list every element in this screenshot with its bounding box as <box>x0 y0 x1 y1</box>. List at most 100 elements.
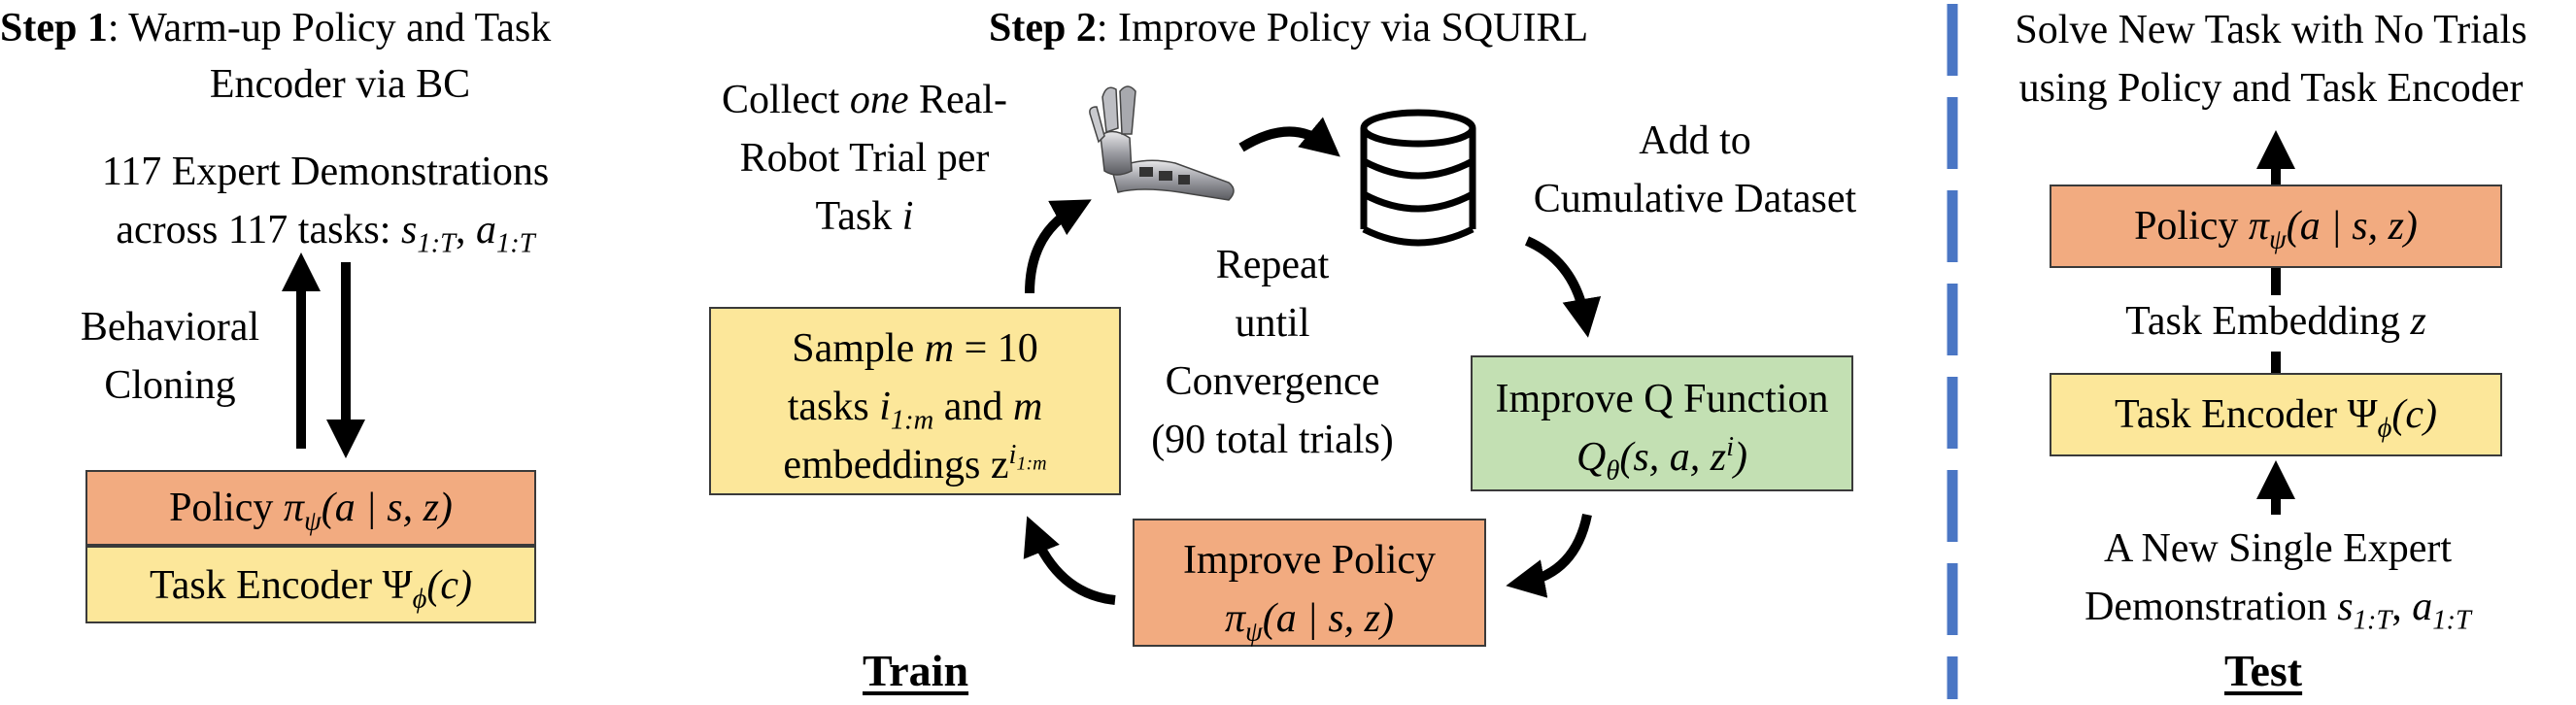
collect-a: Collect <box>722 78 850 122</box>
collect-i: i <box>901 194 914 239</box>
sample-i-sub: 1:m <box>890 405 934 436</box>
repeat-line3: Convergence <box>1165 359 1380 404</box>
test-policy-args: (a | s, z) <box>2286 204 2418 249</box>
demos-sep: , <box>455 208 476 252</box>
test-encoder-text: Task Encoder Ψϕ(c) <box>2051 392 2500 442</box>
test-embedding-label: Task Embedding z <box>2050 301 2502 342</box>
test-encoder-box: Task Encoder Ψϕ(c) <box>2050 373 2502 456</box>
step1-policy-psi: ψ <box>303 506 322 537</box>
step1-title-bold: Step 1 <box>0 6 108 50</box>
test-encoder-args: (c) <box>2391 392 2438 437</box>
test-demo-a-sub: 1:T <box>2432 605 2471 636</box>
step1-encoder-args: (c) <box>426 563 473 608</box>
sample-z-sup: i1:m <box>1008 440 1047 473</box>
pol-pi: π <box>1225 596 1246 641</box>
sample-m: m <box>924 326 955 371</box>
robot-arm-image <box>1083 78 1243 214</box>
step1-title-rest: : Warm-up Policy and Task <box>107 6 552 50</box>
bc-line1: Behavioral <box>80 305 260 350</box>
q-theta: θ <box>1606 455 1620 487</box>
test-policy-pi: π <box>2248 204 2269 249</box>
sample-z-sup-i: i <box>1008 440 1017 470</box>
repeat-line1: Repeat <box>1215 243 1330 287</box>
step1-encoder-label: Task Encoder <box>149 563 383 608</box>
improve-policy-box: Improve Policy πψ(a | s, z) <box>1133 519 1486 647</box>
robot-arm-icon <box>1089 85 1235 201</box>
sample-tasks: tasks <box>787 385 880 429</box>
step2-title: Step 2: Improve Policy via SQUIRL <box>989 8 1588 49</box>
demos-a-sub: 1:T <box>495 228 535 259</box>
pol-line2: πψ(a | s, z) <box>1135 596 1484 646</box>
q-sup-i: i <box>1726 432 1734 462</box>
sample-m2: m <box>1012 385 1043 429</box>
test-demo-sep: , <box>2391 585 2413 629</box>
test-embedding-z: z <box>2410 299 2426 344</box>
arrow-database-to-q <box>1524 236 1602 338</box>
q-args-a: (s, a, z <box>1619 435 1727 480</box>
pol-psi: ψ <box>1245 617 1263 648</box>
arrow-sample-to-robot <box>1025 199 1092 294</box>
step1-encoder-text: Task Encoder Ψϕ(c) <box>87 563 534 613</box>
pol-line1: Improve Policy <box>1182 538 1437 583</box>
test-encoder-Psi: Ψ <box>2347 392 2378 437</box>
test-policy-box: Policy πψ(a | s, z) <box>2050 185 2502 268</box>
step1-policy-args: (a | s, z) <box>321 486 453 530</box>
sample-z-sup-sub: 1:m <box>1016 453 1047 475</box>
repeat-line2: until <box>1235 301 1310 346</box>
collect-b: Real- <box>908 78 1007 122</box>
step1-encoder-Psi: Ψ <box>382 563 413 608</box>
test-demo-s-sub: 1:T <box>2353 605 2392 636</box>
test-demo-s: s <box>2337 585 2354 629</box>
test-title-line2: using Policy and Task Encoder <box>2018 66 2524 111</box>
q-args-b: ) <box>1734 435 1747 480</box>
demos-prefix: across 117 tasks: <box>116 208 401 252</box>
test-policy-label: Policy <box>2134 204 2249 249</box>
arrow-q-to-policy <box>1506 513 1592 598</box>
sample-b: = 10 <box>954 326 1038 371</box>
collect-line2: Robot Trial per <box>739 136 990 181</box>
demos-line1: 117 Expert Demonstrations <box>101 150 550 194</box>
test-demo-a: a <box>2412 585 2433 629</box>
sample-z: z <box>990 443 1009 487</box>
step1-encoder-box: Task Encoder Ψϕ(c) <box>85 546 536 623</box>
sample-line2: tasks i1:m and m <box>711 385 1119 434</box>
improve-q-box: Improve Q Function Qθ(s, a, zi) <box>1471 355 1853 491</box>
sample-i: i <box>879 385 891 429</box>
sample-a: Sample <box>792 326 925 371</box>
q-Q: Q <box>1576 435 1607 480</box>
step1-title: Step 1: Warm-up Policy and Task <box>0 8 551 49</box>
q-line1: Improve Q Function <box>1495 377 1829 421</box>
sample-line3: embeddings zi1:m <box>711 441 1119 487</box>
demos-a: a <box>475 208 496 252</box>
demos-line2: across 117 tasks: s1:T, a1:T <box>19 208 631 257</box>
step2-title-bold: Step 2 <box>989 6 1097 50</box>
pol-args: (a | s, z) <box>1262 596 1394 641</box>
add-line2: Cumulative Dataset <box>1533 177 1857 221</box>
sample-and: and <box>933 385 1013 429</box>
test-encoder-label: Task Encoder <box>2114 392 2348 437</box>
test-policy-text: Policy πψ(a | s, z) <box>2051 204 2500 253</box>
arrow-policy-to-sample <box>1023 516 1116 605</box>
collect-line1: Collect one Real- <box>680 80 1049 120</box>
step1-policy-label: Policy <box>169 486 284 530</box>
step1-policy-box: Policy πψ(a | s, z) <box>85 470 536 546</box>
step1-encoder-phi: ϕ <box>412 584 427 615</box>
sample-box: Sample m = 10 tasks i1:m and m embedding… <box>709 307 1121 495</box>
test-encoder-phi: ϕ <box>2377 413 2392 444</box>
collect-task: Task <box>815 194 902 239</box>
test-label: Test <box>2224 646 2303 695</box>
demos-s-sub: 1:T <box>417 228 456 259</box>
train-label: Train <box>863 646 969 695</box>
test-demo-line1: A New Single Expert <box>2103 526 2453 571</box>
bc-line2: Cloning <box>104 363 236 408</box>
step1-policy-pi: π <box>283 486 304 530</box>
q-line2: Qθ(s, a, zi) <box>1473 433 1851 485</box>
sample-line1: Sample m = 10 <box>711 328 1119 369</box>
test-demo-line2: Demonstration s1:T, a1:T <box>1982 585 2574 634</box>
database-icon <box>1355 107 1481 252</box>
sample-embeddings: embeddings <box>783 443 991 487</box>
step1-policy-text: Policy πψ(a | s, z) <box>87 486 534 535</box>
step2-title-rest: : Improve Policy via SQUIRL <box>1096 6 1589 50</box>
add-line1: Add to <box>1639 118 1751 163</box>
